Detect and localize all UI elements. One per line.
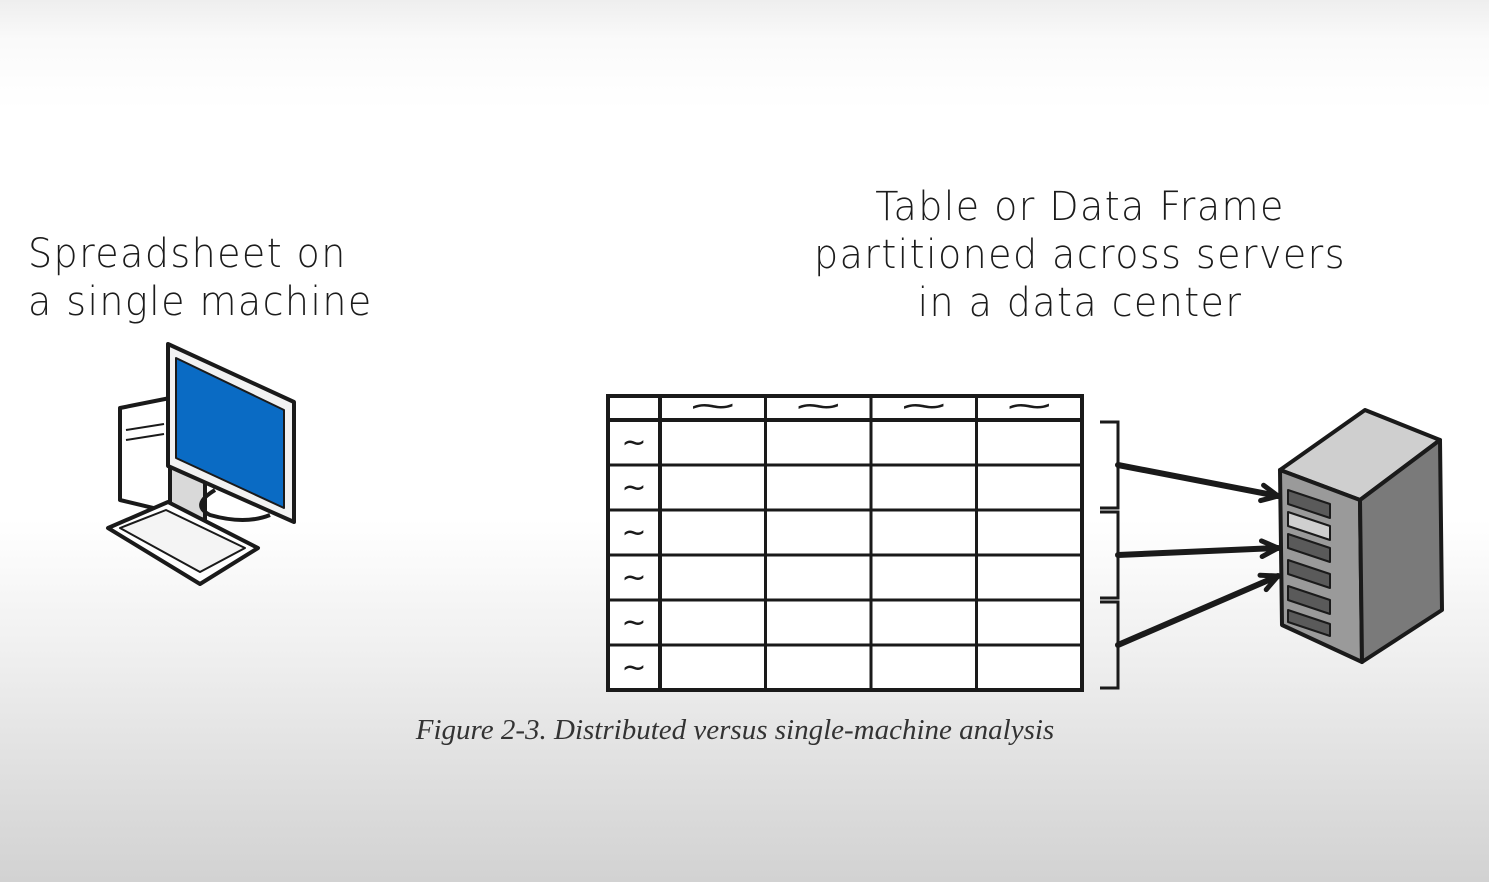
partition-arrow-head xyxy=(1258,538,1281,560)
monitor-stand xyxy=(199,488,271,522)
figure-caption: Figure 2-3. Distributed versus single-ma… xyxy=(415,714,1055,746)
server-drive-bays xyxy=(1287,489,1331,637)
table-header-cell: ~ xyxy=(1003,389,1056,424)
spreadsheet-label: Spreadsheet on a single machine xyxy=(28,230,373,326)
table-row-index: ~ xyxy=(621,516,646,551)
partition-arrows xyxy=(1100,420,1281,690)
drive-bay-6 xyxy=(1287,609,1331,637)
data-frame-table: ~ ~ ~ ~ ~ ~ ~ ~ ~ ~ xyxy=(606,389,1084,692)
table-header-cell: ~ xyxy=(686,389,739,424)
partition-arrow-line xyxy=(1115,573,1281,648)
drive-bay-4 xyxy=(1287,559,1331,589)
drive-bay-5 xyxy=(1287,585,1331,615)
partition-arrow-line xyxy=(1115,462,1281,499)
table-header-cell: ~ xyxy=(897,389,950,424)
data-frame-label: Table or Data Frame partitioned across s… xyxy=(776,183,1384,327)
drive-bay-1 xyxy=(1287,489,1331,519)
partition-arrow-line xyxy=(1115,545,1281,558)
spreadsheet-label-line-2: a single machine xyxy=(28,279,373,325)
drive-bay-2 xyxy=(1287,511,1331,541)
table-row-index: ~ xyxy=(621,471,646,506)
partition-arrow-head xyxy=(1258,482,1281,504)
server-side xyxy=(1358,438,1444,664)
table-outline xyxy=(606,394,1084,692)
table-row-index: ~ xyxy=(621,606,646,641)
monitor-screen xyxy=(175,357,285,509)
desktop-computer-icon xyxy=(106,342,296,586)
computer-tower-front xyxy=(118,396,172,514)
table-header-cell: ~ xyxy=(792,389,845,424)
table-row-index: ~ xyxy=(621,561,646,596)
tower-slot-2 xyxy=(125,433,165,441)
drive-bay-3 xyxy=(1287,533,1331,563)
keyboard-keys xyxy=(119,509,246,573)
tower-slot-1 xyxy=(125,423,165,431)
partition-arrow-head xyxy=(1257,572,1281,593)
table-row-index: ~ xyxy=(621,426,646,461)
spreadsheet-label-line-1: Spreadsheet on xyxy=(28,231,347,277)
data-frame-label-line-2: partitioned across servers xyxy=(814,232,1346,278)
table-row-index: ~ xyxy=(621,651,646,686)
server-rack-icon xyxy=(1278,408,1444,664)
data-frame-label-line-3: in a data center xyxy=(917,280,1243,326)
data-frame-label-line-1: Table or Data Frame xyxy=(875,184,1285,230)
